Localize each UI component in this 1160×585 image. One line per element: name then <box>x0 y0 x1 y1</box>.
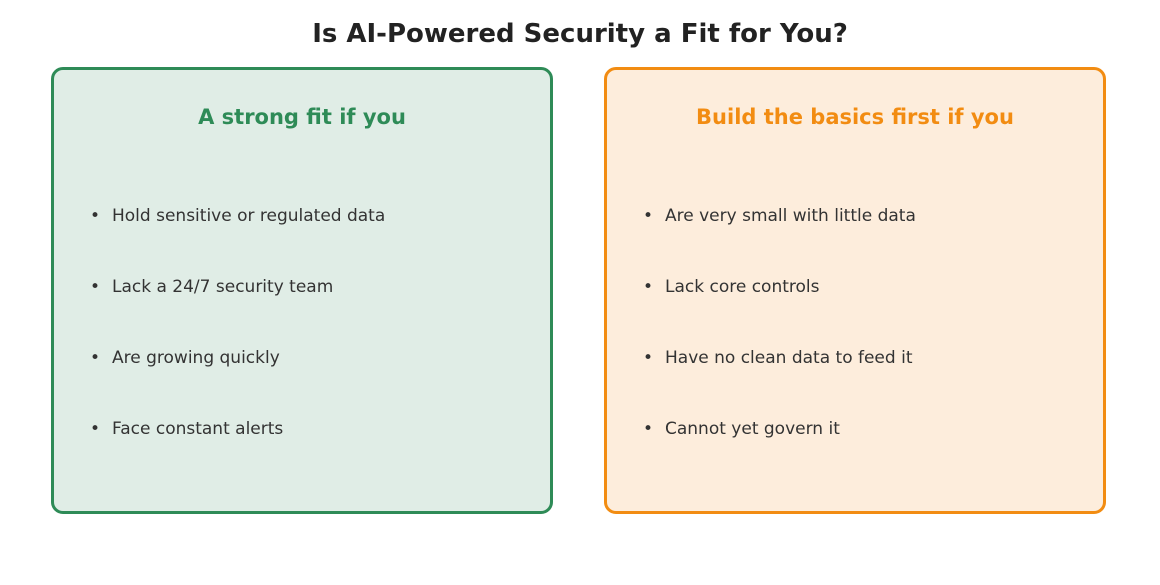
list-item-text: Hold sensitive or regulated data <box>112 206 386 226</box>
list-item-text: Are very small with little data <box>665 206 916 226</box>
list-item-text: Cannot yet govern it <box>665 419 840 439</box>
bullet-icon: • <box>643 348 654 368</box>
build-basics-card: Build the basics first if you • Are very … <box>604 67 1106 514</box>
list-item: • Are very small with little data <box>643 203 916 274</box>
build-basics-heading: Build the basics first if you <box>696 105 1014 129</box>
bullet-icon: • <box>90 206 101 226</box>
strong-fit-list: • Hold sensitive or regulated data • Lack … <box>90 203 385 487</box>
bullet-icon: • <box>643 206 654 226</box>
page-title: Is AI-Powered Security a Fit for You? <box>312 19 848 49</box>
bullet-icon: • <box>90 419 101 439</box>
list-item-text: Face constant alerts <box>112 419 284 439</box>
list-item-text: Are growing quickly <box>112 348 280 368</box>
list-item-text: Lack a 24/7 security team <box>112 277 334 297</box>
list-item-text: Have no clean data to feed it <box>665 348 913 368</box>
list-item: • Hold sensitive or regulated data <box>90 203 385 274</box>
bullet-icon: • <box>643 419 654 439</box>
build-basics-list: • Are very small with little data • Lack c… <box>643 203 916 487</box>
list-item: • Lack a 24/7 security team <box>90 274 385 345</box>
strong-fit-card: A strong fit if you • Hold sensitive or r… <box>51 67 553 514</box>
bullet-icon: • <box>90 348 101 368</box>
bullet-icon: • <box>643 277 654 297</box>
strong-fit-heading: A strong fit if you <box>198 105 406 129</box>
list-item: • Have no clean data to feed it <box>643 345 916 416</box>
bullet-icon: • <box>90 277 101 297</box>
list-item: • Cannot yet govern it <box>643 416 916 487</box>
list-item: • Face constant alerts <box>90 416 385 487</box>
list-item-text: Lack core controls <box>665 277 820 297</box>
list-item: • Are growing quickly <box>90 345 385 416</box>
list-item: • Lack core controls <box>643 274 916 345</box>
